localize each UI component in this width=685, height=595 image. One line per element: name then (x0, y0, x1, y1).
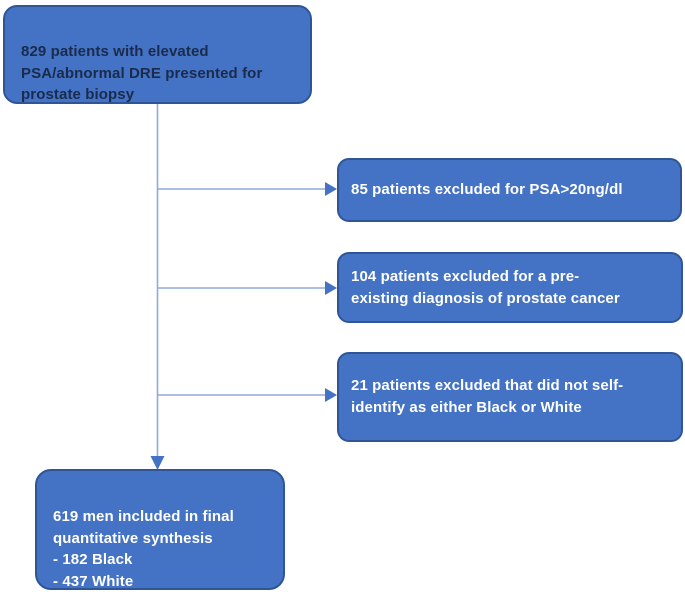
node-excluded-psa20: 85 patients excluded for PSA>20ng/dl (337, 158, 682, 222)
node-initial-cohort-text: 829 patients with elevated PSA/abnormal … (21, 42, 263, 104)
node-excluded-prior-diagnosis: 104 patients excluded for a pre- existin… (337, 252, 683, 323)
node-excluded-psa20-text: 85 patients excluded for PSA>20ng/dl (351, 181, 623, 199)
node-final-cohort: 619 men included in final quantitative s… (35, 469, 285, 590)
arrowhead-right-dx-icon (325, 281, 337, 295)
node-excluded-race: 21 patients excluded that did not self- … (337, 352, 683, 442)
node-final-cohort-text: 619 men included in final quantitative s… (53, 507, 234, 590)
arrowhead-down-final-icon (150, 456, 165, 470)
node-excluded-race-text: 21 patients excluded that did not self- … (351, 377, 624, 416)
node-initial-cohort: 829 patients with elevated PSA/abnormal … (3, 5, 312, 104)
arrowhead-right-psa-icon (325, 182, 337, 196)
arrowhead-right-race-icon (325, 388, 337, 402)
node-excluded-prior-diagnosis-text: 104 patients excluded for a pre- existin… (351, 267, 620, 307)
